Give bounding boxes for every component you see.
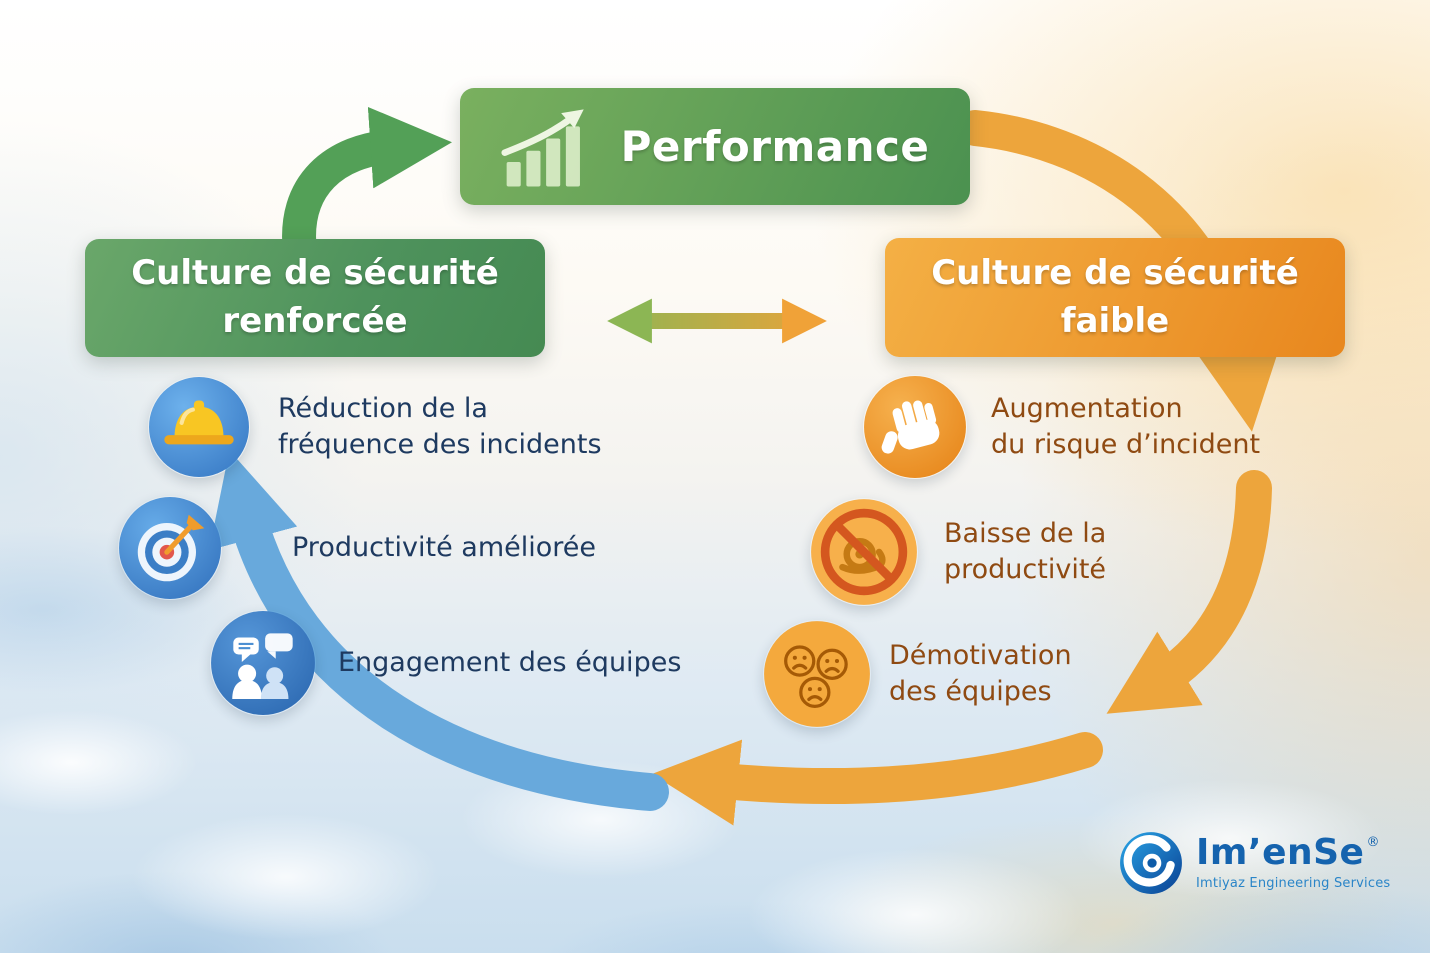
company-logo: Im’enSe ® Imtiyaz Engineering Services xyxy=(1118,830,1390,896)
registered-mark: ® xyxy=(1366,835,1380,850)
risk-text: Baisse de la productivité xyxy=(944,518,1107,585)
right-culture-line1: Culture de sécurité xyxy=(931,252,1299,293)
dartboard-icon xyxy=(118,496,222,600)
hard-hat-icon xyxy=(148,376,250,478)
performance-label: Performance xyxy=(620,122,930,171)
team-chat-icon xyxy=(210,610,316,716)
logo-name: Im’enSe xyxy=(1196,832,1365,873)
risk-item-demotivation: Démotivation des équipes xyxy=(763,620,1072,728)
left-culture-box: Culture de sécurité renforcée xyxy=(85,239,545,357)
orange-arc-right xyxy=(1106,470,1272,714)
safety-glove-icon xyxy=(863,375,967,479)
risk-item-incident: Augmentation du risque d’incident xyxy=(863,375,1260,479)
risk-text: Démotivation des équipes xyxy=(889,640,1072,707)
logo-tagline: Imtiyaz Engineering Services xyxy=(1196,876,1391,891)
left-culture-line2: renforcée xyxy=(222,301,408,341)
right-culture-box: Culture de sécurité faible xyxy=(885,238,1345,357)
left-culture-line1: Culture de sécurité xyxy=(131,253,499,294)
swirl-logo-icon xyxy=(1118,830,1184,896)
benefit-text: Engagement des équipes xyxy=(338,647,682,679)
orange-arrow-bottom xyxy=(651,732,1103,826)
green-arrow xyxy=(282,106,452,269)
benefit-text: Productivité améliorée xyxy=(292,532,596,564)
benefit-item-productivity: Productivité améliorée xyxy=(118,496,596,600)
risk-item-productivity: Baisse de la productivité xyxy=(810,498,1106,606)
growth-chart-icon xyxy=(501,107,595,187)
risk-text: Augmentation du risque d’incident xyxy=(991,393,1261,460)
logo-text-block: Im’enSe ® Imtiyaz Engineering Services xyxy=(1196,832,1391,892)
no-snail-icon xyxy=(810,498,918,606)
right-culture-line2: faible xyxy=(1060,300,1170,341)
performance-box: Performance xyxy=(460,88,970,205)
benefit-item-engagement: Engagement des équipes xyxy=(210,610,681,716)
benefit-text: Réduction de la fréquence des incidents xyxy=(278,393,602,460)
benefit-item-incidents: Réduction de la fréquence des incidents xyxy=(148,376,602,478)
sad-faces-icon xyxy=(763,620,871,728)
